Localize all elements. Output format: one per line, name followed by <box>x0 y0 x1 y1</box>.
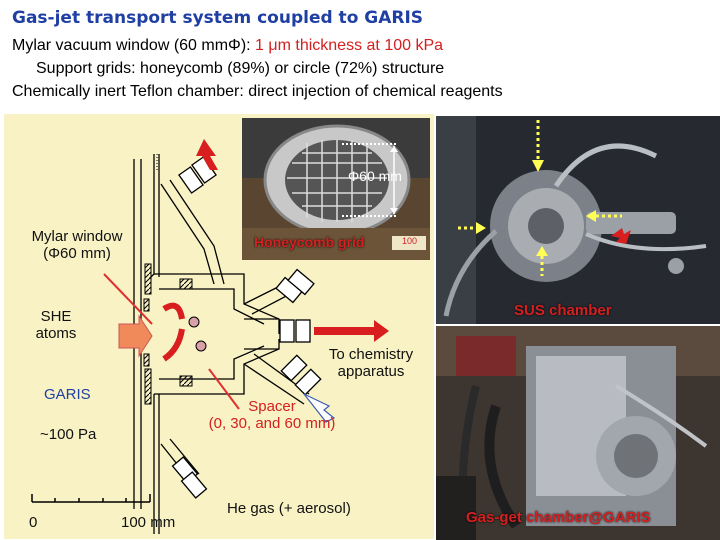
mylar-thickness-text: 1 μm thickness at 100 kPa <box>255 37 444 54</box>
she-beam-arrow <box>118 314 153 358</box>
teflon-chamber-line: Chemically inert Teflon chamber: direct … <box>12 83 503 100</box>
fittings <box>171 156 322 499</box>
flow-arrow <box>162 328 185 362</box>
sus-photo-drawing <box>436 116 720 324</box>
chemistry-arrow-head <box>374 320 389 342</box>
grid-diameter-label: Φ60 mm <box>348 168 402 184</box>
atom-sphere <box>195 340 207 352</box>
mylar-label-line1: Mylar window <box>31 228 123 245</box>
grid-scale-mark: 100 <box>402 236 418 246</box>
she-label-line1: SHE <box>40 308 72 325</box>
flange-blocks <box>143 263 193 405</box>
spacer-callout-line <box>208 368 240 410</box>
scale-end-label: 100 mm <box>121 514 176 531</box>
honeycomb-grid-photo: Φ60 mm Honeycomb grid 100 <box>242 118 430 260</box>
schematic-drawing <box>31 139 389 534</box>
chemistry-arrow <box>314 327 374 335</box>
mylar-window-line: Mylar vacuum window (60 mmΦ): 1 μm thick… <box>12 37 443 55</box>
support-grids-line: Support grids: honeycomb (89%) or circle… <box>36 60 445 77</box>
sus-chamber-label: SUS chamber <box>514 302 612 319</box>
mylar-window-label: Mylar window (Φ60 mm) <box>12 228 142 262</box>
gasjet-chamber-photo: Gas-get chamber@GARIS <box>436 326 720 540</box>
mylar-label-line2: (Φ60 mm) <box>43 245 111 262</box>
flow-arrow <box>162 302 185 320</box>
pressure-label: ~100 Pa <box>40 426 97 443</box>
gasjet-photo-drawing <box>436 326 720 540</box>
he-gas-arrow <box>303 393 336 423</box>
he-gas-label: He gas (+ aerosol) <box>227 500 351 517</box>
scale-zero-label: 0 <box>29 514 38 531</box>
spacer-label-line2: (0, 30, and 60 mm) <box>208 415 336 432</box>
scale-bar <box>31 494 151 503</box>
slide-title: Gas-jet transport system coupled to GARI… <box>12 8 424 28</box>
chemistry-label: To chemistry apparatus <box>316 346 426 380</box>
chemistry-label-line2: apparatus <box>337 363 405 380</box>
mylar-window-text: Mylar vacuum window (60 mmΦ): <box>12 37 256 54</box>
gasjet-chamber-label: Gas-get chamber@GARIS <box>466 509 651 526</box>
spacer-label: Spacer (0, 30, and 60 mm) <box>182 398 362 432</box>
mylar-callout-line <box>103 273 153 325</box>
grid-photo-drawing <box>242 118 430 260</box>
she-atoms-label: SHE atoms <box>26 308 86 342</box>
honeycomb-grid-label: Honeycomb grid <box>254 234 365 250</box>
she-label-line2: atoms <box>35 325 77 342</box>
top-red-arrow <box>196 139 218 170</box>
garis-label: GARIS <box>44 386 91 403</box>
chemistry-label-line1: To chemistry <box>328 346 414 363</box>
spacer-label-line1: Spacer <box>248 398 296 415</box>
sus-chamber-photo: SUS chamber <box>436 116 720 324</box>
atom-sphere <box>188 316 200 328</box>
